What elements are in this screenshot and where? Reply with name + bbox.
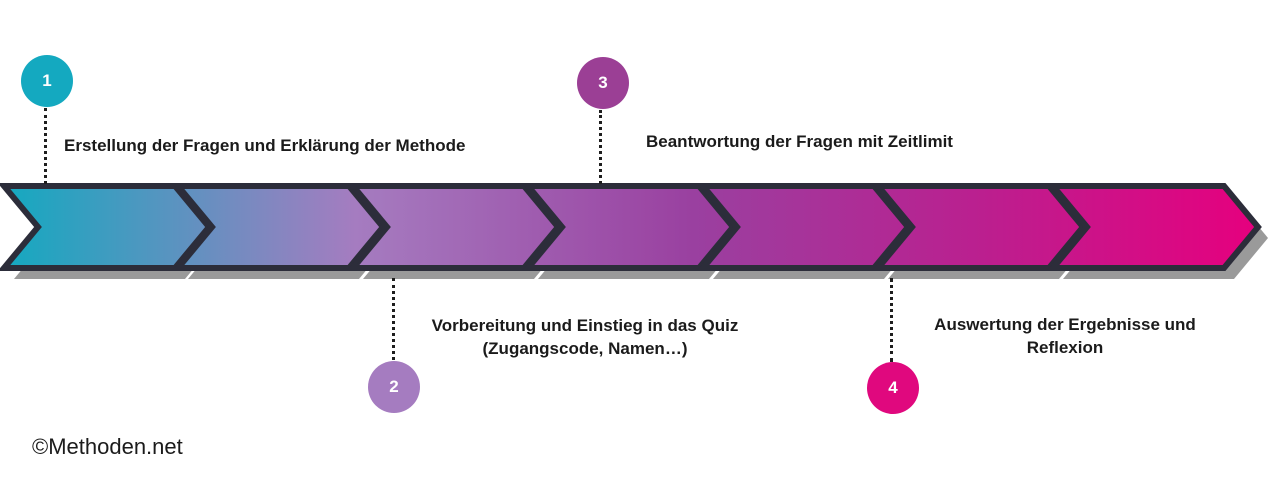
step-1-label: Erstellung der Fragen und Erklärung der … [64,134,465,157]
step-2-label: Vorbereitung und Einstieg in das Quiz (Z… [405,314,765,360]
step-4-label: Auswertung der Ergebnisse und Reflexion [910,313,1220,359]
chevron-segment [0,183,213,271]
chevron-segment [346,183,562,271]
step-4-label-line: Auswertung der Ergebnisse und [934,315,1196,334]
step-3-circle: 3 [577,57,629,109]
chevron-segment [696,183,912,271]
step-2-connector [392,278,395,360]
step-3-connector [599,110,602,184]
step-1-label-line: Erstellung der Fragen und Erklärung der … [64,136,466,155]
chevron-segment [1046,183,1262,271]
step-1-circle: 1 [21,55,73,107]
step-1-connector [44,108,47,184]
chevron-segment [171,183,387,271]
step-2-label-line: (Zugangscode, Namen…) [482,339,688,358]
step-4-label-line: Reflexion [1026,338,1104,357]
chevron-segment [521,183,737,271]
step-2-label-line: Vorbereitung und Einstieg in das Quiz [431,316,739,335]
step-2-circle: 2 [368,361,420,413]
step-3-label: Beantwortung der Fragen mit Zeitlimit [646,130,953,153]
copyright-notice: ©Methoden.net [32,434,183,459]
chevron-segment [871,183,1087,271]
step-3-label-line: Beantwortung der Fragen mit Zeitlimit [646,132,953,151]
step-4-connector [890,278,893,362]
step-4-circle: 4 [867,362,919,414]
